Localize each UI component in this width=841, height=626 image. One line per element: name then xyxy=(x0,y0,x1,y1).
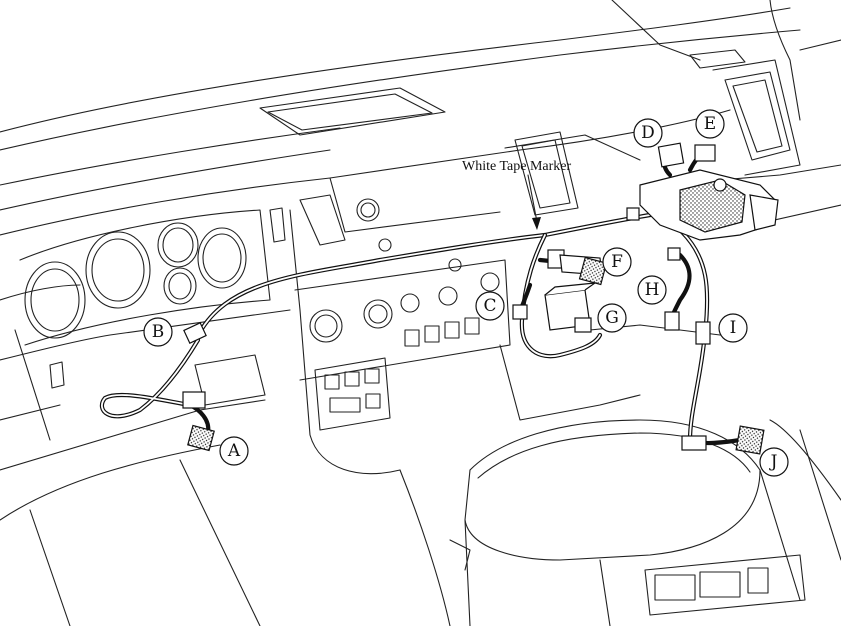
callout-e-label: E xyxy=(704,114,716,134)
callout-a-label: A xyxy=(227,441,241,461)
callout-d-label: D xyxy=(641,123,655,143)
white-tape-marker: White Tape Marker xyxy=(462,159,571,230)
callout-i-label: I xyxy=(730,318,737,338)
callout-c-label: C xyxy=(483,296,496,316)
connectors xyxy=(182,142,765,455)
callout-g: G xyxy=(597,303,627,333)
callout-b: B xyxy=(143,317,173,347)
callout-d: D xyxy=(633,118,663,148)
callout-f: F xyxy=(602,247,632,277)
callout-e: E xyxy=(695,109,725,139)
callout-a: A xyxy=(219,436,249,466)
callout-f-label: F xyxy=(611,252,623,272)
callout-g-label: G xyxy=(605,308,619,328)
callout-b-label: B xyxy=(152,322,165,342)
callout-j-label: J xyxy=(769,452,778,472)
callout-h: H xyxy=(637,275,667,305)
callout-j: J xyxy=(759,447,789,477)
wiring-harness xyxy=(99,147,743,446)
callout-c: C xyxy=(475,291,505,321)
callout-i: I xyxy=(718,313,748,343)
white-tape-marker-label: White Tape Marker xyxy=(462,159,571,174)
callouts: A B C D E F G H xyxy=(143,109,789,477)
junction-box xyxy=(639,169,779,241)
callout-h-label: H xyxy=(645,280,660,300)
